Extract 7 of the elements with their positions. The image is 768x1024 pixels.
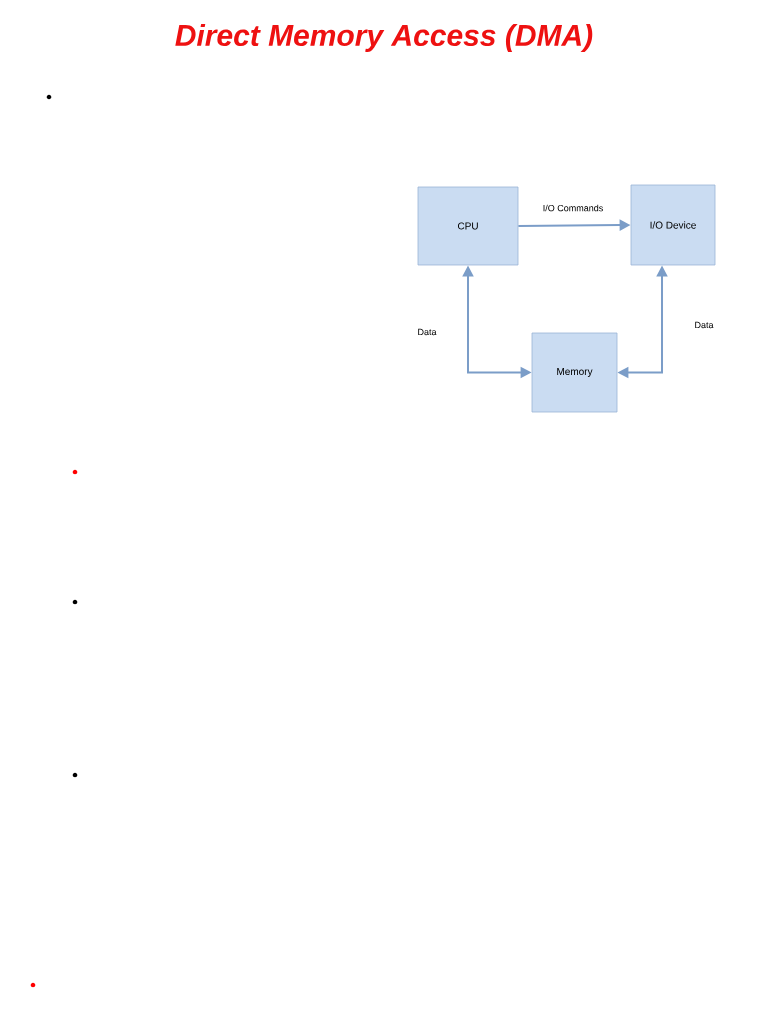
title: Direct Memory Access (DMA) [175,24,593,52]
edge-label: Data [693,320,715,330]
edge-label: Data [416,327,438,337]
process-box: I/O Device [630,184,716,266]
edge-label: I/O Commands [541,203,605,213]
process-box: CPU [417,186,519,266]
process-box: Memory [531,332,618,413]
